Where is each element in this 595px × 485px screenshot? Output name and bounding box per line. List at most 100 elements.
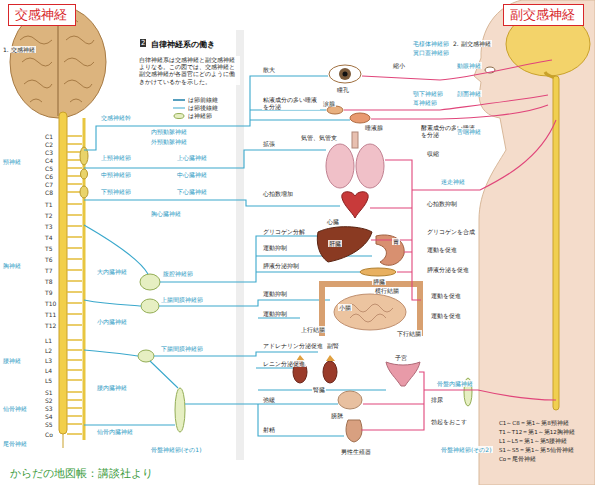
pupil [343,72,348,77]
fiber-sample [173,108,185,110]
organ-label: 膵液分泌抑制 [262,262,300,269]
fiber-sample [173,100,185,102]
nerve-label: 仙骨内臓神経 [96,428,134,435]
liver [317,227,372,262]
organ-label: 唾液腺 [364,124,384,131]
segment-label: T7 [44,267,53,274]
nerve-label: 下心臓神経 [176,188,208,195]
large-intestine [322,284,420,336]
uterus [386,362,420,386]
segment-label: T9 [44,289,53,296]
sympathetic-fibers [84,76,386,436]
nerve-label: 上頸神経節 [100,154,132,161]
segment-label: S3 [44,405,54,412]
segment-label: S4 [44,413,54,420]
organ-label: 腎臓 [312,386,326,393]
nerve-label: 交感神経幹 [100,114,132,121]
nerve-label: 腰内臓神経 [96,384,128,391]
organ-label: 男性生殖器 [340,448,372,455]
nerve-label: 外頸動脈神経 [150,138,188,145]
segment-label: C2 [44,141,54,148]
legend-row: は節後線維 [172,104,218,112]
nerve-label: 骨盤神経節(その2) [440,446,493,453]
segment-label: L3 [44,357,53,364]
filum [63,434,64,448]
spinal-nerves [67,136,82,434]
organ-label: 子宮 [394,354,408,361]
organ-label: 粘液成分の多い唾液を分泌 [262,96,320,110]
organ-label: レニン分泌促進 [262,360,306,367]
nerve-label: 胸神経 [2,262,22,269]
key-note: Co＝尾骨神経 [498,456,537,463]
superior-mesenteric-ganglion [141,299,159,313]
kidney [323,361,337,383]
legend-sample [172,113,186,119]
organ-label: 胃 [392,238,400,245]
organ-label: 運動抑制 [262,244,288,251]
segment-label: L1 [44,337,53,344]
right-lung [356,144,384,188]
segment-label: L2 [44,347,53,354]
nerve-label: 顔面神経 [456,90,482,97]
organs [293,65,420,442]
nerve-label: 上腸間膜神経節 [160,296,204,303]
organ-label: 運動抑制 [262,290,288,297]
organ-label: 心拍数抑制 [426,200,458,207]
organ-label: グリコゲン分解 [262,228,306,235]
celiac-ganglion [140,274,160,290]
segment-label: S1 [44,389,54,396]
segment-label: T10 [44,300,57,307]
legend-text: は神経節 [188,112,212,119]
nerve-label: 腹腔神経節 [162,270,194,277]
inferior-cervical-ganglion [80,186,88,198]
organ-label: 勃起をおこす [430,418,468,425]
nerve-label: 骨盤内臓神経 [436,380,474,387]
segment-label: S2 [44,397,54,404]
segment-label: T12 [44,322,57,329]
legend-sample [172,105,186,111]
organ-label: 横行結腸 [374,287,400,294]
legend: は節前線維は節後線維は神経節 [172,96,218,120]
nerve-label: 翼口蓋神経節 [412,49,450,56]
organ-label: 運動抑制 [262,310,288,317]
nerve-label: 胸心臓神経 [150,210,182,217]
middle-cervical-ganglion [81,169,88,179]
segment-label: T11 [44,311,57,318]
organ-label: 自律神経系は交感神経と副交感神経よりなる。この図では、交感神経と副交感神経が各器… [138,56,240,85]
intestine-coils [345,304,393,322]
organ-label: 上行結腸 [300,326,326,333]
nerve-label: 下頸神経節 [100,188,132,195]
segment-label: T8 [44,278,53,285]
organ-label: 拡張 [262,140,276,147]
segment-label: S5 [44,421,54,428]
heart [342,192,368,218]
nerve-label: 上心臓神経 [176,154,208,161]
segment-label: T4 [44,234,53,241]
organ-label: 射精 [262,426,276,433]
nerve-label: 尾骨神経 [2,440,28,447]
trunk-ganglia [80,147,88,198]
key-note: C1～C8＝第1～第8頸神経 [498,420,570,427]
key-note: S1～S5＝第1～第5仙骨神経 [498,447,575,454]
node-text: 副交感神経 [510,7,575,23]
title-box: 交感神経 [8,4,76,26]
segment-label: C3 [44,149,54,156]
organ-label: 排尿 [430,396,444,403]
left-lung [326,144,354,188]
parasympathetic-fibers [344,60,556,430]
prevertebral-ganglia [138,274,472,432]
caption: からだの地図帳：講談社より [10,466,153,481]
lacrimal-gland [327,106,343,114]
organ-label: 膀胱 [330,412,344,419]
organ-label: 膵液分泌を促進 [426,266,470,273]
organ-label: アドレナリン分泌促進 [262,342,324,349]
segment-label: C1 [44,133,54,140]
sympathetic-trunk [83,118,86,440]
organ-label: 散大 [262,66,276,73]
organ-label: 膵臓 [372,278,386,285]
legend-row: は節前線維 [172,96,218,104]
segment-label: C4 [44,157,54,164]
nerve-label: 顎下神経節 [412,90,444,97]
segment-label: C7 [44,181,54,188]
inferior-mesenteric-ganglion [138,350,154,362]
